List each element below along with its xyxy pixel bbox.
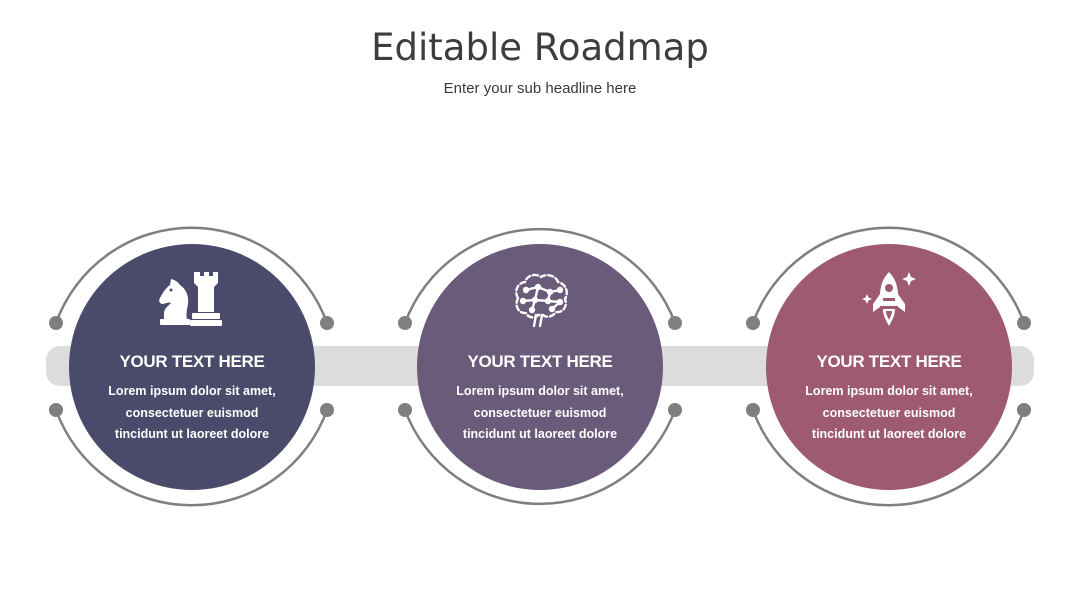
page-subtitle: Enter your sub headline here — [443, 80, 637, 97]
ring-1-dot — [320, 316, 334, 330]
ring-2-bottom-arc — [403, 409, 677, 506]
ring-2-dot — [398, 403, 412, 417]
ring-1-dot — [320, 403, 334, 417]
step-3-line: consectetuer euismod — [822, 405, 956, 420]
roadmap-step-2: YOUR TEXT HERE Lorem ipsum dolor sit ame… — [417, 244, 663, 490]
step-2-line: consectetuer euismod — [473, 405, 607, 420]
step-3-line: tincidunt ut laoreet dolore — [811, 427, 967, 442]
ring-3-dot — [1017, 316, 1031, 330]
step-1-body: Lorem ipsum dolor sit amet, consectetuer… — [92, 381, 292, 446]
ring-3-top-arc — [751, 226, 1026, 324]
ring-3-bottom-arc — [751, 409, 1026, 507]
ring-2-dot — [398, 316, 412, 330]
ring-1-dot — [49, 403, 63, 417]
step-1-line: Lorem ipsum dolor sit amet, — [108, 384, 276, 398]
step-3-line: Lorem ipsum dolor sit amet, — [805, 384, 973, 398]
step-2-line: tincidunt ut laoreet dolore — [462, 427, 618, 442]
roadmap-step-3: YOUR TEXT HERE Lorem ipsum dolor sit ame… — [766, 244, 1012, 490]
ring-3-dot — [1017, 403, 1031, 417]
ring-1-bottom-arc — [54, 409, 329, 507]
ring-3-dot — [746, 316, 760, 330]
ring-2-dot — [668, 316, 682, 330]
chess-knight-rook-icon — [159, 272, 222, 326]
step-3-heading: YOUR TEXT HERE — [816, 352, 962, 371]
ring-2-top-arc — [403, 227, 677, 324]
step-3-body: Lorem ipsum dolor sit amet, consectetuer… — [789, 381, 989, 446]
step-1-line: tincidunt ut laoreet dolore — [114, 427, 270, 442]
step-1-heading: YOUR TEXT HERE — [119, 352, 265, 371]
ring-3-dot — [746, 403, 760, 417]
ring-2-dot — [668, 403, 682, 417]
rocket-icon — [862, 272, 916, 326]
page-title: Editable Roadmap — [371, 26, 709, 69]
brain-network-icon — [515, 273, 568, 328]
step-2-line: Lorem ipsum dolor sit amet, — [456, 384, 624, 398]
step-2-heading: YOUR TEXT HERE — [467, 352, 613, 371]
step-2-body: Lorem ipsum dolor sit amet, consectetuer… — [440, 381, 640, 446]
ring-1-top-arc — [54, 226, 329, 324]
roadmap-step-1: YOUR TEXT HERE Lorem ipsum dolor sit ame… — [69, 244, 315, 490]
step-1-line: consectetuer euismod — [125, 405, 259, 420]
ring-1-dot — [49, 316, 63, 330]
